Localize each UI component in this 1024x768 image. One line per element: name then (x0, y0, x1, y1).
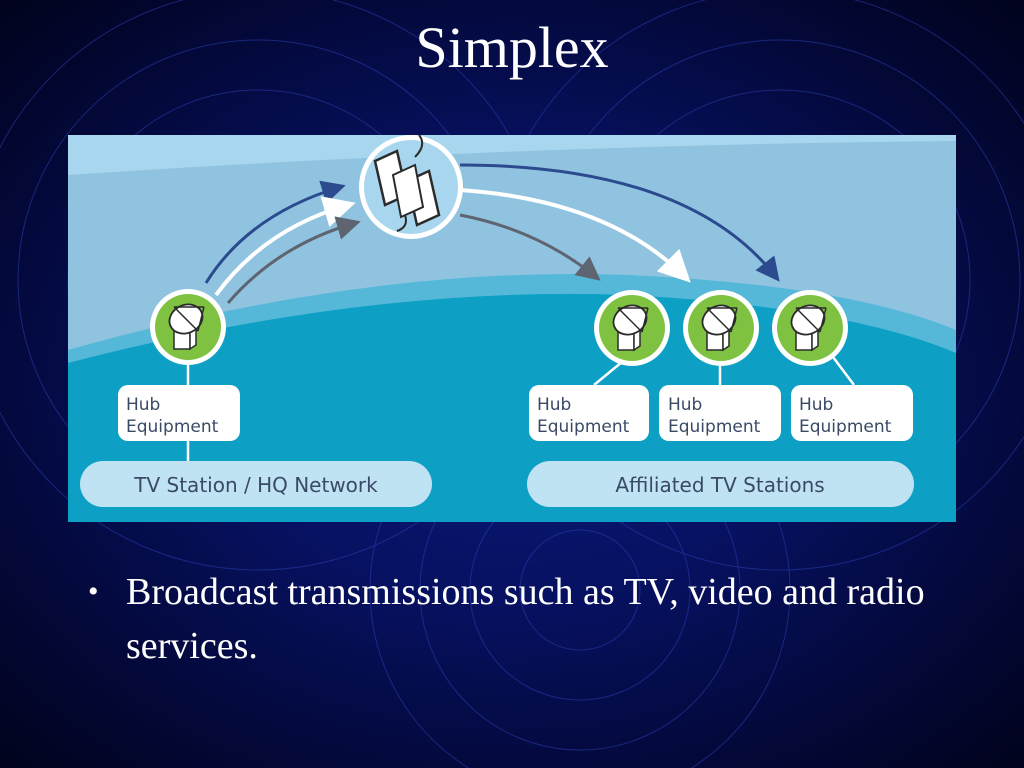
group-label-text: Affiliated TV Stations (615, 473, 824, 497)
satellite-dish-icon (593, 289, 671, 367)
bullet-marker: • (88, 575, 99, 608)
bullet-list: • Broadcast transmissions such as TV, vi… (88, 565, 948, 673)
uplink-arrow-white (214, 196, 356, 297)
right-connector-line (832, 356, 855, 386)
uplink-arrow-gray (226, 216, 361, 304)
hub-box-line1: Hub (799, 395, 833, 415)
group-label-affiliated: Affiliated TV Stations (527, 461, 914, 507)
hub-box-line1: Hub (537, 395, 571, 415)
hub-box-line1: Hub (668, 395, 702, 415)
sky-top-band (68, 135, 956, 175)
group-label-tv-station: TV Station / HQ Network (80, 461, 432, 507)
hub-equipment-box: Hub Equipment (791, 385, 913, 441)
satellite-dish-icon (149, 288, 227, 366)
hub-box-line2: Equipment (799, 417, 892, 437)
simplex-diagram: Hub Equipment Hub Equipment Hub Equipmen… (68, 135, 956, 522)
slide-title: Simplex (415, 15, 609, 80)
downlink-arrow-gray (459, 213, 601, 281)
hub-box-line2: Equipment (126, 417, 219, 437)
hub-box-line1: Hub (126, 395, 160, 415)
hub-equipment-box: Hub Equipment (659, 385, 781, 441)
hub-equipment-box: Hub Equipment (118, 385, 240, 441)
group-label-text: TV Station / HQ Network (133, 473, 378, 497)
hub-box-line2: Equipment (537, 417, 630, 437)
bullet-text: Broadcast transmissions such as TV, vide… (126, 571, 925, 667)
bullet-item: • Broadcast transmissions such as TV, vi… (88, 565, 948, 673)
hub-box-line2: Equipment (668, 417, 761, 437)
downlink-arrow-white (459, 188, 691, 283)
uplink-arrow-blue (204, 180, 346, 284)
downlink-arrow-blue (459, 163, 780, 282)
satellite-dish-icon (682, 289, 760, 367)
satellite-dish-icon (771, 289, 849, 367)
satellite-icon (359, 135, 463, 239)
hub-equipment-box: Hub Equipment (529, 385, 649, 441)
